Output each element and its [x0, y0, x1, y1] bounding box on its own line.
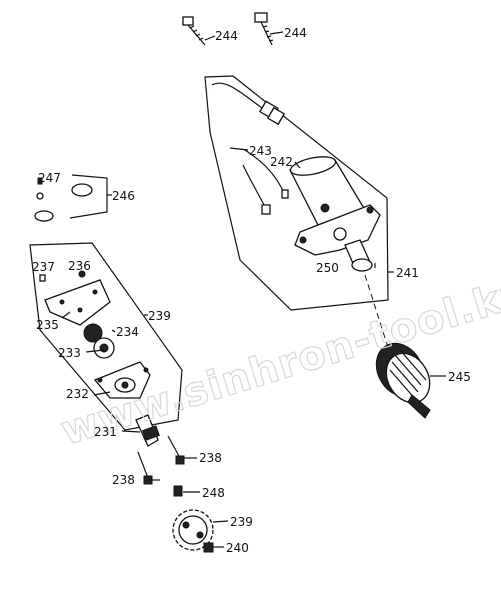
label-234: 234	[116, 325, 139, 339]
label-232: 232	[66, 387, 89, 401]
wiring-harness-243	[207, 82, 289, 215]
label-242: 242	[270, 155, 293, 169]
pump-body-232	[93, 361, 151, 399]
pump-rotors-233-234	[83, 323, 115, 359]
label-240: 240	[226, 541, 249, 555]
label-244-left: 244	[215, 29, 238, 43]
starter-motor-frame	[204, 75, 389, 311]
label-238-lower: 238	[112, 473, 135, 487]
bolt-238-lower	[137, 451, 153, 485]
label-231: 231	[94, 425, 117, 439]
label-233: 233	[58, 346, 81, 360]
label-247: 247	[38, 171, 61, 185]
label-236: 236	[68, 259, 91, 273]
pinion-gear-250	[344, 239, 373, 272]
pump-shaft-231	[135, 414, 160, 447]
label-244-right: 244	[284, 26, 307, 40]
starter-clutch-245	[375, 342, 431, 419]
label-237: 237	[32, 260, 55, 274]
bolt-248	[173, 485, 183, 497]
bolt-244-right	[254, 12, 274, 46]
bolt-244-left	[182, 16, 206, 46]
oil-pump-frame	[29, 242, 183, 431]
bolt-240	[203, 542, 214, 553]
starter-motor-242	[289, 156, 381, 256]
label-250: 250	[316, 261, 339, 275]
sprocket-239	[172, 509, 214, 551]
pump-plate-235	[39, 270, 111, 326]
label-239-sprocket: 239	[230, 515, 253, 529]
label-241: 241	[396, 266, 419, 280]
label-246: 246	[112, 189, 135, 203]
label-239: 239	[148, 309, 171, 323]
label-245: 245	[448, 370, 471, 384]
label-243: 243	[249, 144, 272, 158]
label-248: 248	[202, 486, 225, 500]
bolt-238-upper	[167, 435, 185, 465]
label-235: 235	[36, 318, 59, 332]
leader-lines	[61, 31, 446, 548]
label-238-upper: 238	[199, 451, 222, 465]
